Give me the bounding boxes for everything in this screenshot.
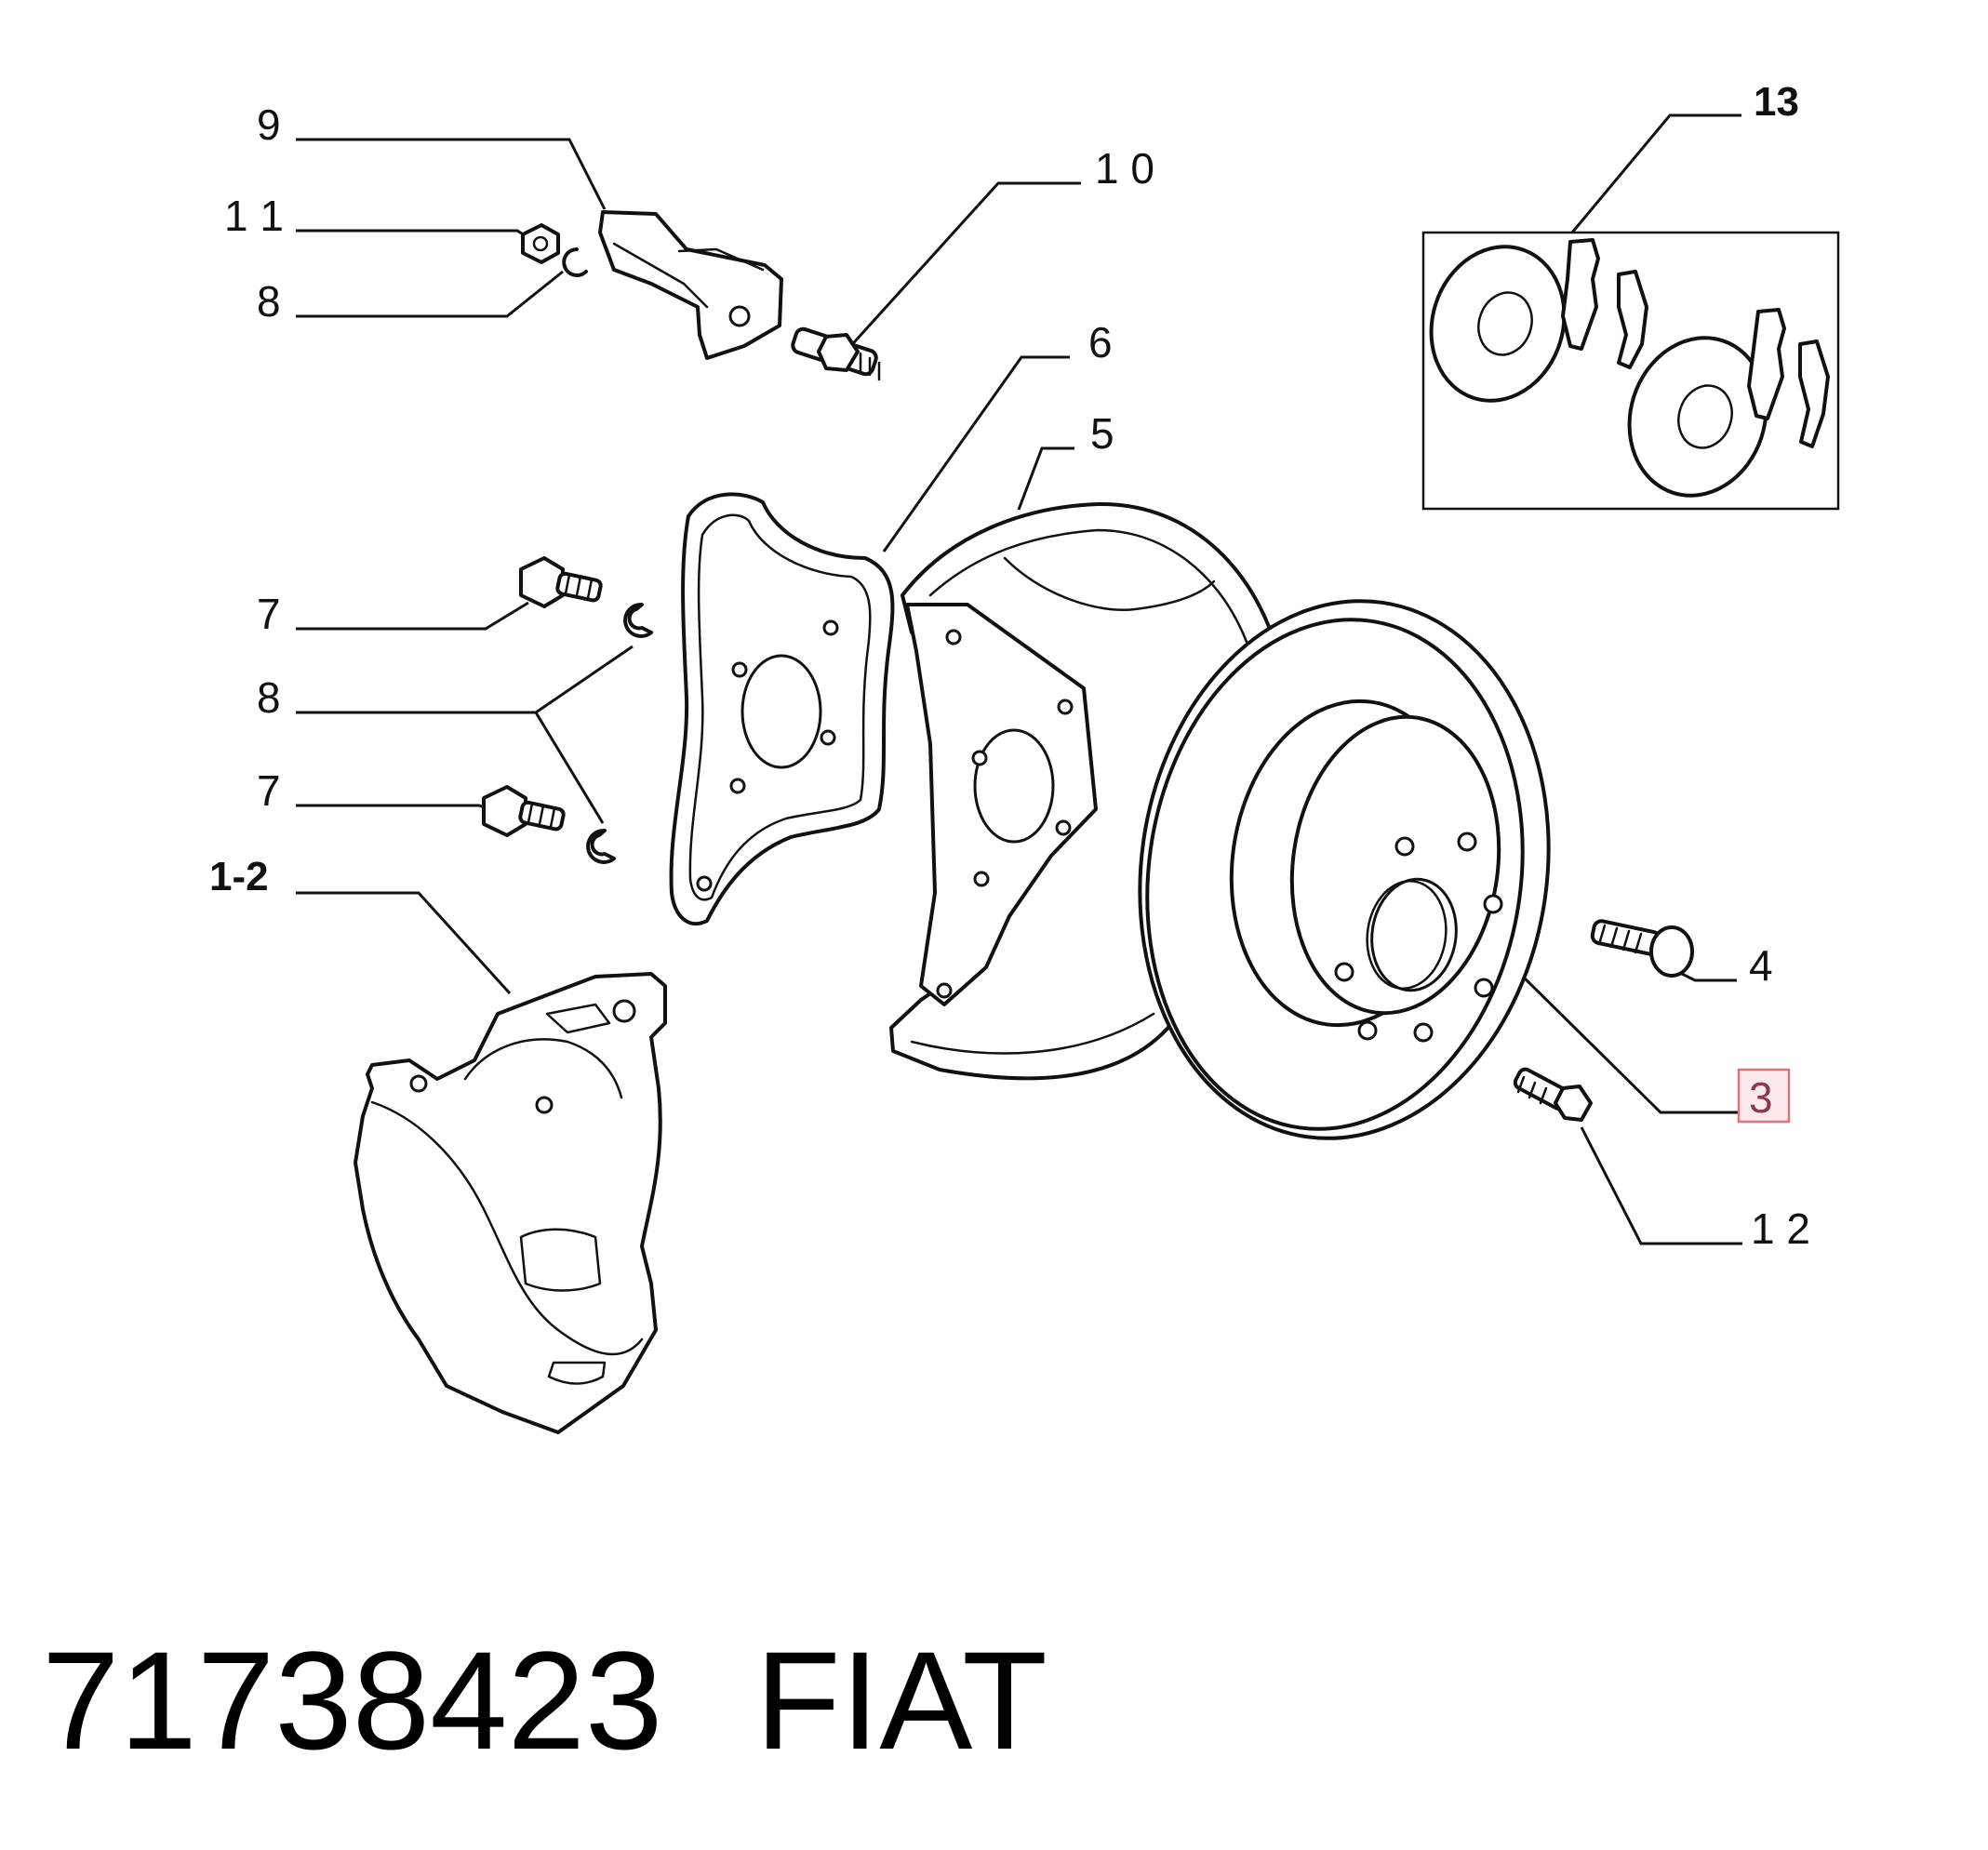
gasket-part-6: [669, 492, 895, 926]
leader-7-top: [296, 601, 529, 631]
pad-kit-inset-part-13: [1421, 231, 1840, 511]
leader-13: [1570, 113, 1741, 233]
leader-8-mid-b: [534, 712, 605, 824]
leader-11: [296, 229, 536, 244]
leader-3: [1516, 970, 1738, 1114]
label-1-2: 1-2: [209, 854, 269, 899]
stud-part-12: [1513, 1067, 1593, 1122]
brand-name: FIAT: [755, 1622, 1047, 1778]
brake-disc-part-3: [1138, 599, 1551, 1140]
leader-12: [1580, 1126, 1742, 1245]
nut-part-11: [521, 223, 560, 264]
label-7-top: 7: [257, 590, 281, 638]
label-7-bottom: 7: [257, 766, 281, 815]
leader-10: [845, 181, 1081, 353]
label-12: 1 2: [1751, 1204, 1810, 1253]
leader-9: [296, 138, 607, 210]
label-9: 9: [257, 100, 281, 149]
label-3: 3: [1749, 1073, 1773, 1122]
leader-6: [882, 355, 1070, 552]
label-10: 1 0: [1095, 144, 1154, 193]
leader-8-top: [296, 270, 564, 318]
label-8-top: 8: [257, 277, 281, 326]
label-13: 13: [1754, 79, 1799, 125]
part-number: 71738423: [42, 1622, 662, 1778]
caliper-part-1-2: [354, 972, 667, 1434]
label-11: 1 1: [224, 192, 284, 240]
washer-part-8-top: [562, 247, 588, 277]
leader-8-mid-a: [296, 645, 634, 714]
callout-labels: 9 1 1 8 1 0 13 6 5 7 8 7 1-2 4 3 1 2: [209, 79, 1810, 1253]
stud-part-10: [791, 326, 881, 381]
leader-lines: [296, 113, 1742, 1245]
bracket-part-9: [598, 210, 783, 360]
label-8-mid: 8: [257, 673, 281, 722]
bolt-part-7-bottom: [482, 785, 566, 837]
label-6: 6: [1088, 318, 1113, 366]
label-4: 4: [1749, 941, 1773, 990]
washer-part-8-mid-b: [586, 828, 616, 864]
washer-part-8-mid-a: [623, 602, 653, 638]
footer: 71738423 FIAT: [42, 1622, 1047, 1778]
leader-1-2: [296, 891, 512, 995]
bolt-part-4: [1590, 919, 1694, 978]
leader-5: [1017, 446, 1074, 511]
bolt-part-7-top: [519, 556, 603, 608]
leader-7-bottom: [296, 804, 489, 811]
highlight-box-3: [1737, 1068, 1791, 1124]
label-5: 5: [1090, 409, 1114, 458]
